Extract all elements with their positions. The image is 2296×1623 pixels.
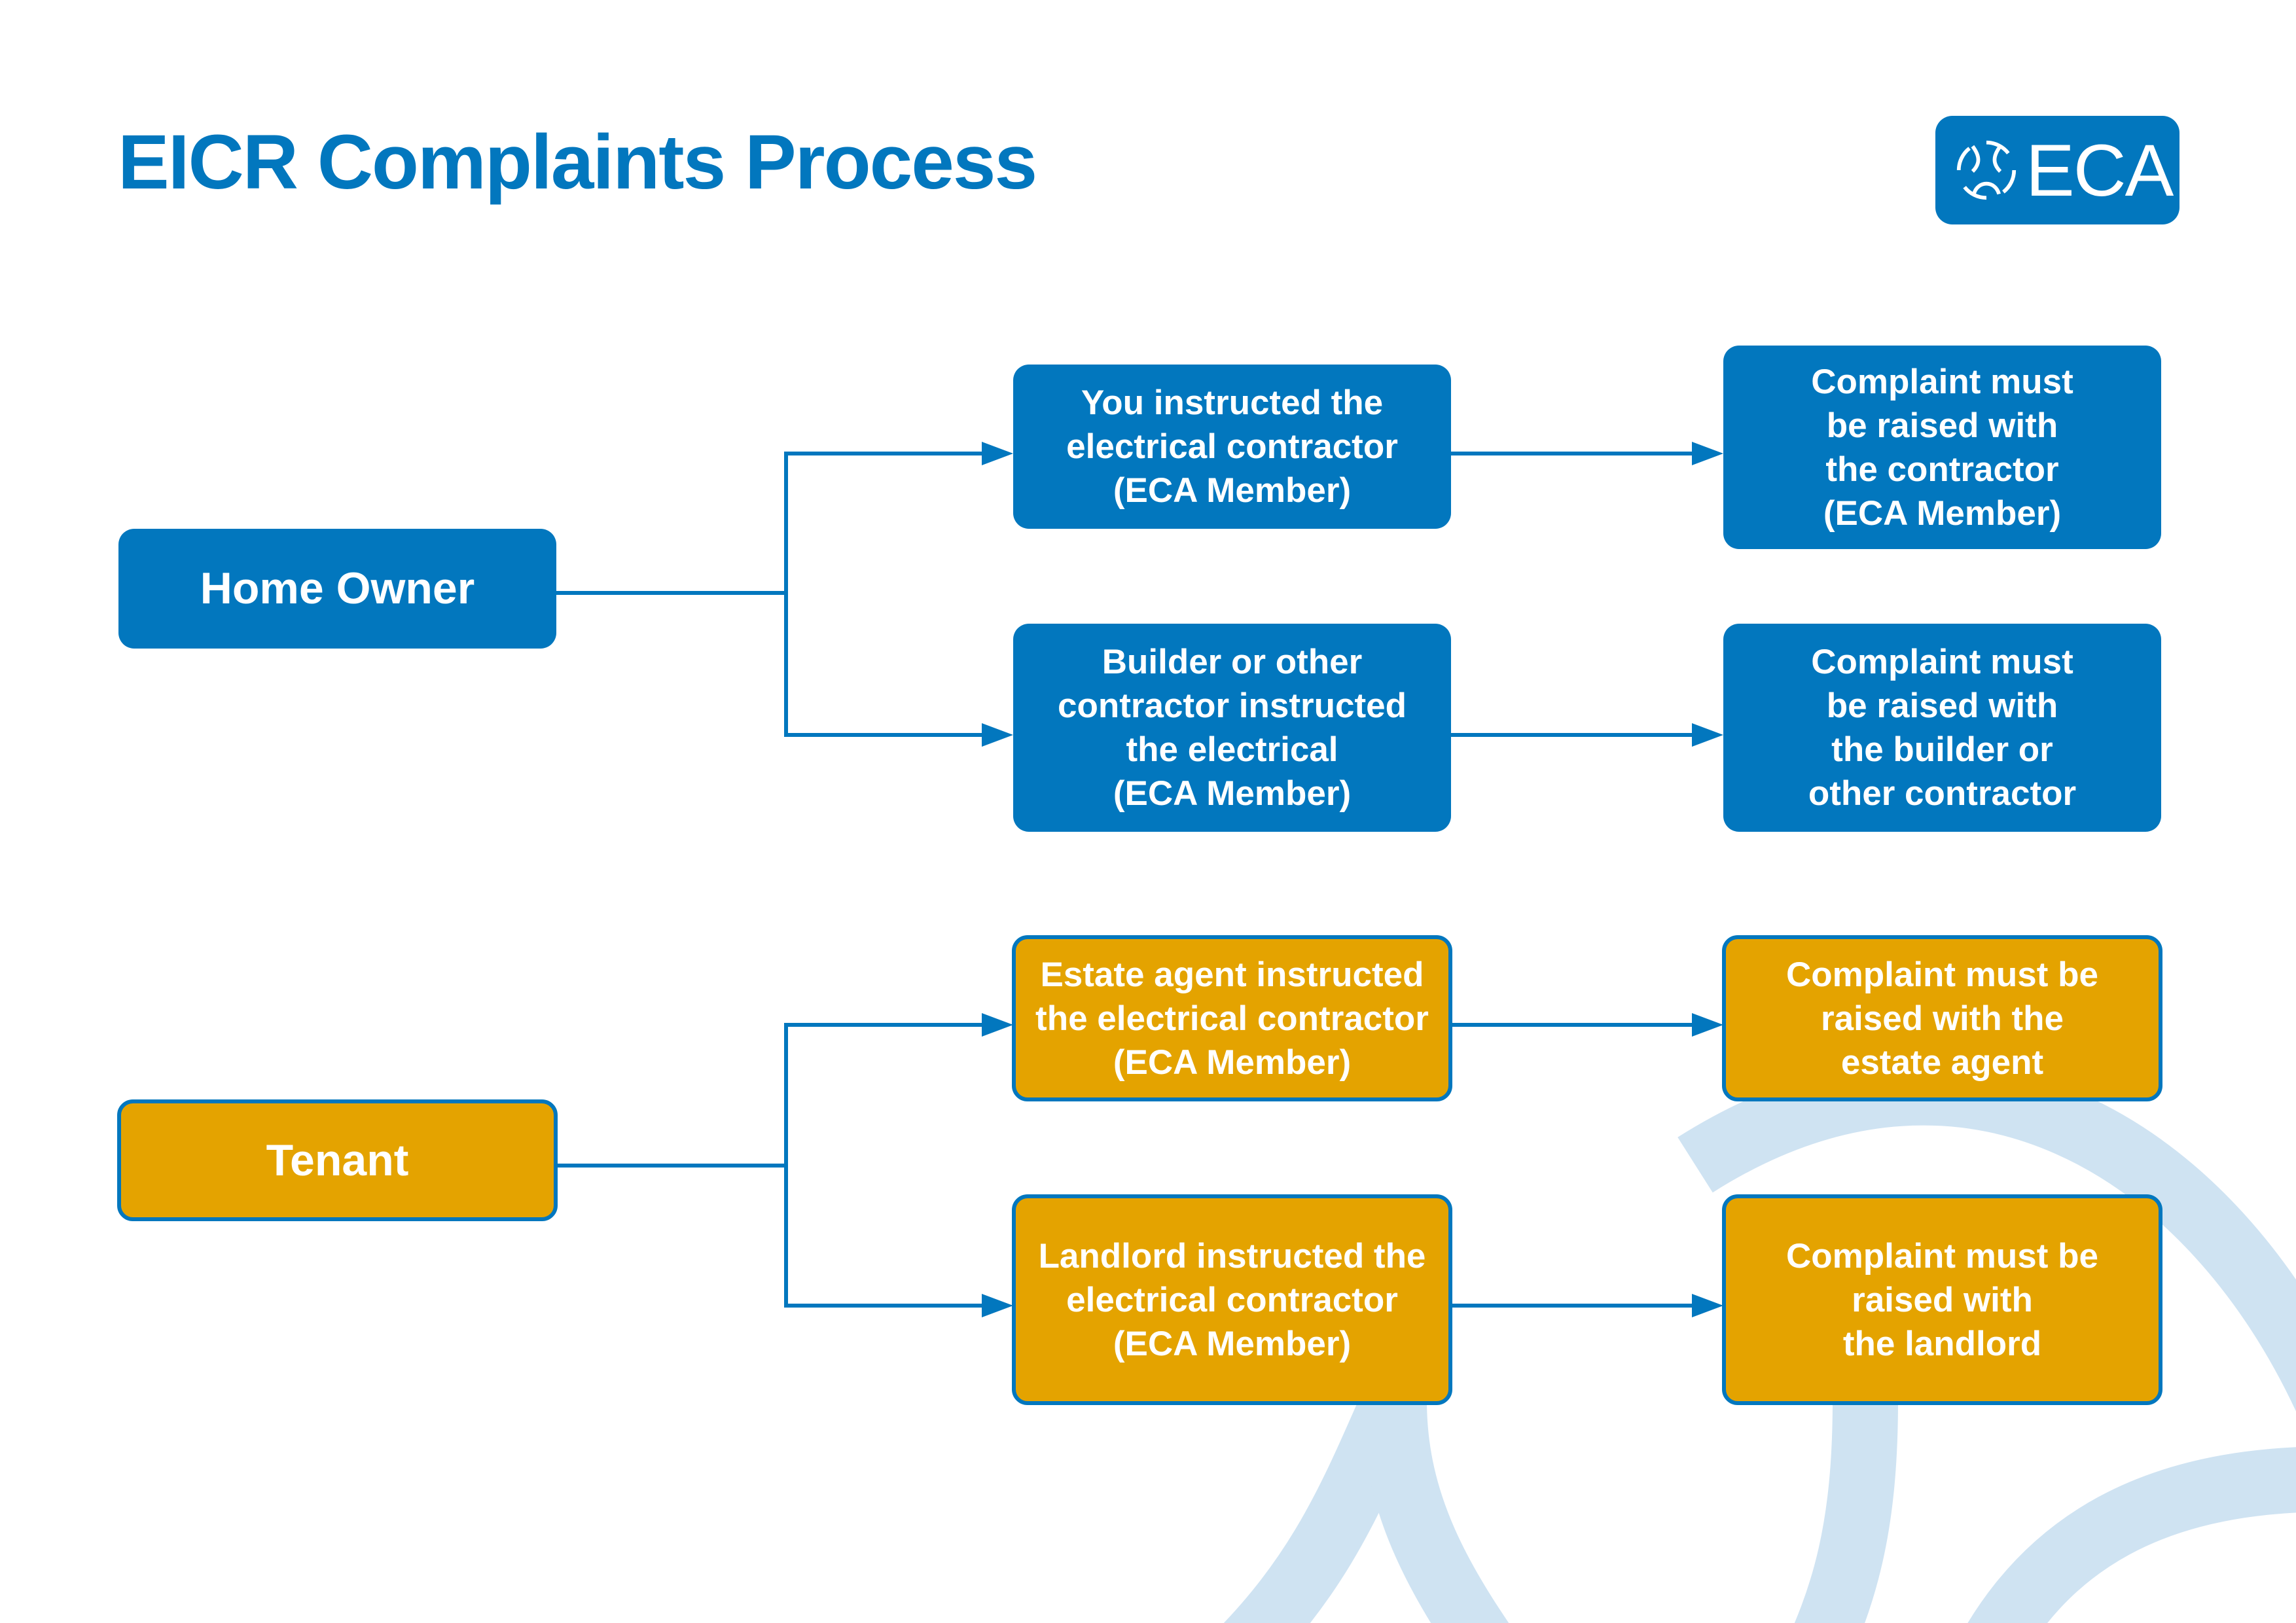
page-title: EICR Complaints Process [118,119,1037,205]
node-line: the contractor [1825,450,2059,489]
node-situation-builder-instructed: Builder or other contractor instructed t… [1013,624,1451,832]
node-line: Complaint must [1811,643,2073,681]
node-line: the builder or [1831,730,2053,769]
node-outcome-contractor: Complaint must be raised with the contra… [1723,346,2161,549]
watermark-arc-left-inner [1361,1400,1509,1623]
node-line: be raised with [1826,687,2058,725]
node-outcome-builder: Complaint must be raised with the builde… [1723,624,2161,832]
node-situation-estate-agent: Estate agent instructed the electrical c… [1012,935,1452,1101]
node-line: (ECA Member) [1823,493,2062,533]
node-line: the electrical contractor [1035,999,1429,1038]
node-line: (ECA Member) [1113,1043,1352,1082]
node-home-owner: Home Owner [118,529,556,649]
logo-text: ECA [2026,129,2174,211]
node-line: Complaint must be [1785,955,2099,994]
node-line: Complaint must [1811,362,2073,401]
node-line: electrical contractor [1066,427,1398,466]
node-line: Complaint must be [1785,1236,2099,1275]
node-line: raised with [1852,1280,2033,1319]
watermark-arc-top [1677,1060,2296,1412]
node-label: Home Owner [200,563,475,613]
node-line: other contractor [1808,774,2077,813]
eca-emblem-icon [1956,140,2017,200]
node-line: the landlord [1842,1324,2042,1363]
watermark-arc-mid [1794,1400,1898,1623]
eca-logo: ECA [1935,116,2179,224]
node-line: Landlord instructed the [1038,1236,1426,1275]
node-line: electrical contractor [1066,1280,1398,1319]
node-outcome-landlord: Complaint must be raised with the landlo… [1722,1194,2162,1405]
watermark-arc-right [1967,1447,2296,1623]
node-line: raised with the [1820,999,2064,1038]
node-line: estate agent [1840,1043,2044,1082]
node-line: Estate agent instructed [1040,955,1424,994]
node-tenant: Tenant [117,1099,558,1221]
node-line: (ECA Member) [1113,774,1352,813]
node-line: the electrical [1126,730,1338,769]
node-label: Tenant [266,1135,409,1185]
node-line: be raised with [1826,406,2058,445]
node-outcome-estate-agent: Complaint must be raised with the estate… [1722,935,2162,1101]
node-line: contractor instructed [1057,687,1407,725]
node-situation-landlord: Landlord instructed the electrical contr… [1012,1194,1452,1405]
node-line: You instructed the [1081,383,1384,422]
node-situation-you-instructed: You instructed the electrical contractor… [1013,365,1451,529]
node-line: (ECA Member) [1113,1324,1352,1363]
node-line: (ECA Member) [1113,471,1352,510]
node-line: Builder or other [1102,643,1363,681]
